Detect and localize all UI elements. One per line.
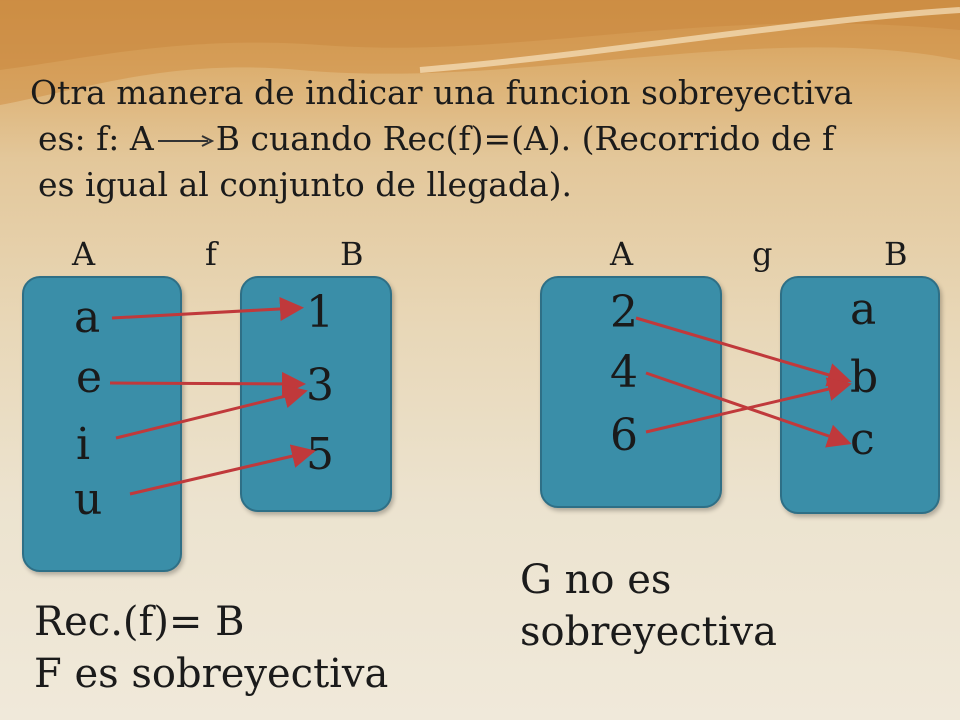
left-map-arrow xyxy=(109,371,306,396)
left-domain-element: a xyxy=(74,292,101,343)
intro-line-2-start: es: f: A xyxy=(38,119,154,158)
left-codomain-set xyxy=(240,276,392,512)
left-map-arrow xyxy=(111,296,304,321)
left-domain-element: e xyxy=(76,352,103,403)
right-caption-line-1: G no es xyxy=(520,557,672,603)
right-caption: G no es sobreyectiva xyxy=(520,554,777,658)
left-map-arrow xyxy=(129,444,316,496)
intro-line-3: es igual al conjunto de llegada). xyxy=(38,165,573,204)
maps-to-arrow-icon xyxy=(157,135,214,147)
intro-line-2-end: B cuando Rec(f)=(A). (Recorrido de f xyxy=(215,119,835,158)
left-caption-line-1: Rec.(f)= B xyxy=(34,599,245,645)
left-caption: Rec.(f)= B F es sobreyectiva xyxy=(34,596,388,700)
right-codomain-element: b xyxy=(850,352,879,403)
left-codomain-label: B xyxy=(340,235,364,273)
right-caption-line-2: sobreyectiva xyxy=(520,609,777,655)
right-function-label: g xyxy=(752,235,773,273)
intro-text: Otra manera de indicar una funcion sobre… xyxy=(30,70,930,208)
right-domain-element: 4 xyxy=(610,347,638,398)
intro-line-1: Otra manera de indicar una funcion sobre… xyxy=(30,73,854,112)
right-codomain-element: a xyxy=(850,284,877,335)
left-codomain-element: 3 xyxy=(306,360,334,411)
intro-line-2: es: f: A B cuando Rec(f)=(A). (Recorrido … xyxy=(30,116,930,162)
left-caption-line-2: F es sobreyectiva xyxy=(34,651,389,697)
left-domain-element: u xyxy=(74,474,103,525)
right-domain-element: 6 xyxy=(610,410,638,461)
right-codomain-label: B xyxy=(884,235,908,273)
right-domain-element: 2 xyxy=(610,287,638,338)
left-domain-label: A xyxy=(72,235,96,273)
right-map-arrow xyxy=(645,377,852,434)
left-domain-element: i xyxy=(76,419,91,470)
left-domain-set xyxy=(22,276,182,572)
right-domain-set xyxy=(540,276,722,508)
left-codomain-element: 1 xyxy=(306,287,334,338)
left-function-label: f xyxy=(205,235,217,273)
right-domain-label: A xyxy=(610,235,634,273)
right-codomain-element: c xyxy=(850,414,875,465)
header-swoosh xyxy=(0,0,960,105)
right-map-arrow xyxy=(635,316,852,387)
left-map-arrow xyxy=(115,384,308,440)
